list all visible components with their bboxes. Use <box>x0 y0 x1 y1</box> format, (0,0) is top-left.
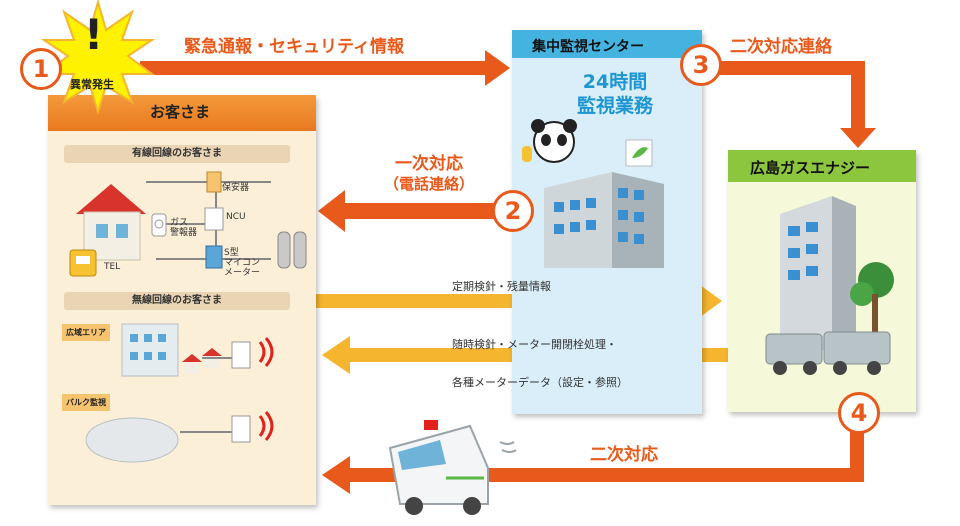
primary-response-line1: 一次対応 <box>395 154 463 174</box>
emergency-arrow <box>140 50 510 86</box>
step-4-badge: 4 <box>838 392 880 434</box>
gas-alarm-icon <box>151 213 167 237</box>
meter-label-line3: メーター <box>224 268 261 278</box>
hours-text: 24時間 監視業務 <box>560 70 670 118</box>
office-building-icon <box>780 196 856 350</box>
secondary-contact-label: 二次対応連絡 <box>730 37 832 57</box>
wireless-heading: 無線回線のお客さま <box>64 292 290 310</box>
breaker-icon <box>206 171 222 193</box>
alert-burst <box>40 0 156 116</box>
step-2-badge: 2 <box>492 190 534 232</box>
customer-panel-header <box>48 95 316 131</box>
tree-icon <box>850 262 894 334</box>
ncu-label: NCU <box>226 212 246 222</box>
customer-panel-title: お客さま <box>150 103 211 121</box>
emergency-vehicle-icon <box>388 420 517 515</box>
emergency-label: 緊急通報・セキュリティ情報 <box>184 37 404 57</box>
secondary-contact-arrow <box>715 61 876 148</box>
wireless-unit-icon <box>231 341 251 369</box>
apartment-icon <box>121 323 179 377</box>
service-truck-icon <box>765 333 823 375</box>
bulk-signal-icon <box>258 411 274 441</box>
monitoring-building-icon <box>544 172 664 268</box>
step-3-badge: 3 <box>680 44 722 86</box>
adhoc-label-line1: 随時検針・メーター開閉栓処理・ <box>452 338 617 351</box>
gas-alarm-label-line1: ガス <box>170 218 189 228</box>
bulk-unit-icon <box>231 415 251 443</box>
company-panel-title: 広島ガスエナジー <box>750 159 871 177</box>
gas-alarm-label-line2: 警報器 <box>170 228 198 238</box>
adhoc-label-line2: 各種メーターデータ（設定・参照） <box>452 376 628 389</box>
leaf-cube-icon <box>625 139 653 167</box>
alert-label: 異常発生 <box>70 78 114 91</box>
service-truck-2-icon <box>823 331 891 375</box>
periodic-label: 定期検針・残量情報 <box>452 280 551 293</box>
ncu-icon <box>204 207 224 231</box>
meter-icon <box>205 245 223 269</box>
primary-response-arrow <box>318 190 495 232</box>
step-1-badge: 1 <box>20 48 62 90</box>
gas-alarm-label: ガス 警報器 <box>170 218 197 238</box>
gas-cylinder-icon <box>277 231 307 269</box>
panda-operator-icon <box>522 119 577 163</box>
meter-label: S型 マイコン メーター <box>224 248 260 278</box>
company-panel-header <box>728 150 916 182</box>
alert-mark: ! <box>84 10 104 59</box>
breaker-label: 保安器 <box>222 183 250 193</box>
house-icon <box>76 184 146 261</box>
secondary-response-label: 二次対応 <box>590 445 658 465</box>
center-panel-title: 集中監視センター <box>532 39 644 55</box>
wireless-illustration <box>85 323 274 463</box>
tel-label: TEL <box>104 262 121 272</box>
signal-icon <box>258 337 274 367</box>
meter-label-line2: マイコン <box>224 258 261 268</box>
wide-area-tag: 広域エリア <box>62 324 110 341</box>
wired-heading: 有線回線のお客さま <box>64 145 290 163</box>
bulk-tag: バルク監視 <box>62 394 110 411</box>
telephone-icon <box>69 249 97 277</box>
center-illustration <box>522 119 664 268</box>
hours-line1: 24時間 <box>582 71 648 93</box>
wired-illustration <box>69 171 307 277</box>
primary-response-line2: （電話連絡） <box>384 175 475 193</box>
hours-line2: 監視業務 <box>576 95 653 117</box>
primary-response-label: 一次対応 （電話連絡） <box>384 154 474 194</box>
center-panel-header <box>512 30 702 58</box>
company-illustration <box>765 196 894 375</box>
bulk-tank-icon <box>85 417 179 463</box>
meter-label-line1: S型 <box>224 248 239 258</box>
small-houses-icon <box>182 348 222 374</box>
